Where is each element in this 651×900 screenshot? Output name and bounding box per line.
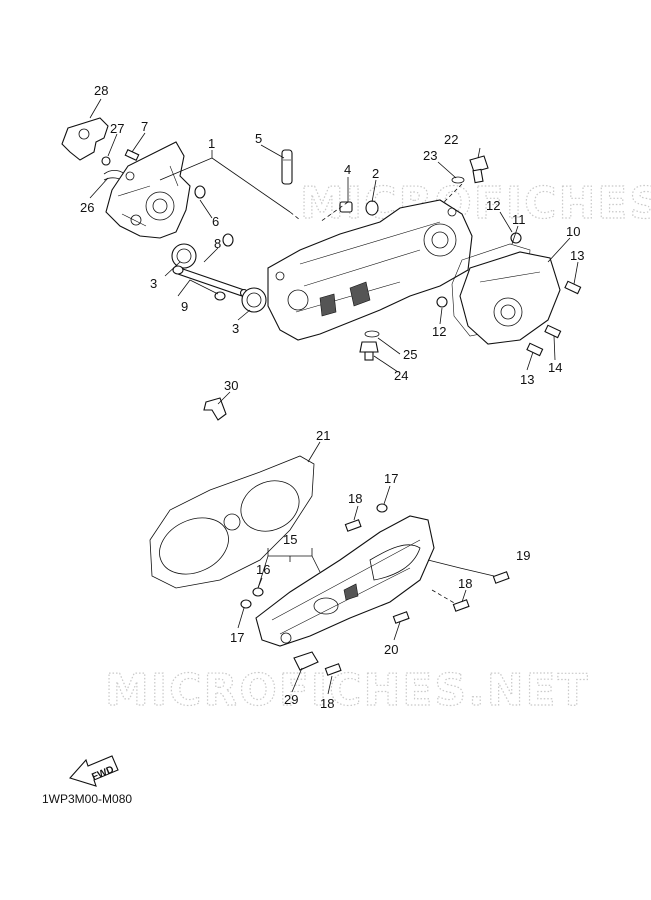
callout-23: 23 [423, 148, 437, 163]
part-dowel-6 [194, 185, 234, 247]
part-pin-5 [281, 149, 293, 185]
watermark-bottom: MICROFICHES.NET [105, 665, 590, 716]
callout-18-upper: 18 [348, 491, 362, 506]
callout-8: 8 [214, 236, 221, 251]
part-bolt-7 [124, 149, 140, 161]
fwd-arrow-icon: FWD [69, 755, 119, 787]
callout-26: 26 [80, 200, 94, 215]
callout-22: 22 [444, 132, 458, 147]
part-crankcase-left [105, 141, 191, 239]
callout-7: 7 [141, 119, 148, 134]
callout-3-lower: 3 [232, 321, 239, 336]
callout-17-upper: 17 [384, 471, 398, 486]
part-plate-28 [61, 117, 109, 161]
part-bolt-13a [564, 280, 582, 295]
part-plug-22 [469, 155, 489, 184]
callout-28: 28 [94, 83, 108, 98]
callout-16: 16 [256, 562, 270, 577]
callout-18-right: 18 [458, 576, 472, 591]
part-bolt-20 [392, 611, 410, 624]
callout-15: 15 [283, 532, 297, 547]
part-gasket-21 [149, 455, 315, 589]
part-oring-25 [364, 330, 380, 338]
callout-29: 29 [284, 692, 298, 707]
part-collar-2 [365, 200, 379, 216]
part-bolt-18c [324, 663, 342, 676]
drawing-code: 1WP3M00-M080 [42, 792, 132, 806]
part-bearing-3a [171, 243, 197, 269]
callout-27: 27 [110, 121, 124, 136]
callout-13-lower: 13 [520, 372, 534, 387]
callout-14: 14 [548, 360, 562, 375]
callout-25: 25 [403, 347, 417, 362]
callout-3-upper: 3 [150, 276, 157, 291]
callout-20: 20 [384, 642, 398, 657]
part-clip-30 [203, 397, 227, 421]
callout-19: 19 [516, 548, 530, 563]
callout-9: 9 [181, 299, 188, 314]
part-bolt-14 [544, 324, 562, 339]
part-dowel-17-left [240, 599, 252, 609]
callout-11: 11 [512, 212, 526, 227]
callout-13-upper: 13 [570, 248, 584, 263]
watermark-top: MICROFICHES.NET [300, 178, 651, 229]
part-screw-27 [101, 156, 111, 166]
callout-12-upper: 12 [486, 198, 500, 213]
callout-21: 21 [316, 428, 330, 443]
part-crankcase-main [267, 199, 473, 341]
part-bolt-18b [452, 599, 470, 612]
callout-4: 4 [344, 162, 351, 177]
part-bolt-19 [492, 571, 510, 584]
part-dowel-16 [252, 587, 264, 597]
callout-2: 2 [372, 166, 379, 181]
callout-10: 10 [566, 224, 580, 239]
part-bolt-4 [339, 201, 353, 213]
leader-lines [89, 98, 579, 695]
part-drain-bolt-24 [359, 341, 379, 361]
callout-1: 1 [208, 136, 215, 151]
callout-12-lower: 12 [432, 324, 446, 339]
part-cover-15 [255, 515, 435, 647]
callout-30: 30 [224, 378, 238, 393]
part-bolt-13b [526, 342, 544, 357]
part-cover-10 [459, 251, 561, 345]
callout-24: 24 [394, 368, 408, 383]
callout-17-lower: 17 [230, 630, 244, 645]
part-dowel-17-right [376, 503, 388, 513]
part-clamp-29 [293, 651, 319, 671]
callout-18-lower: 18 [320, 696, 334, 711]
part-bearing-3b [241, 287, 267, 313]
callout-5: 5 [255, 131, 262, 146]
part-bolt-18a [344, 519, 362, 532]
callout-6: 6 [212, 214, 219, 229]
part-oring-23 [451, 176, 465, 184]
